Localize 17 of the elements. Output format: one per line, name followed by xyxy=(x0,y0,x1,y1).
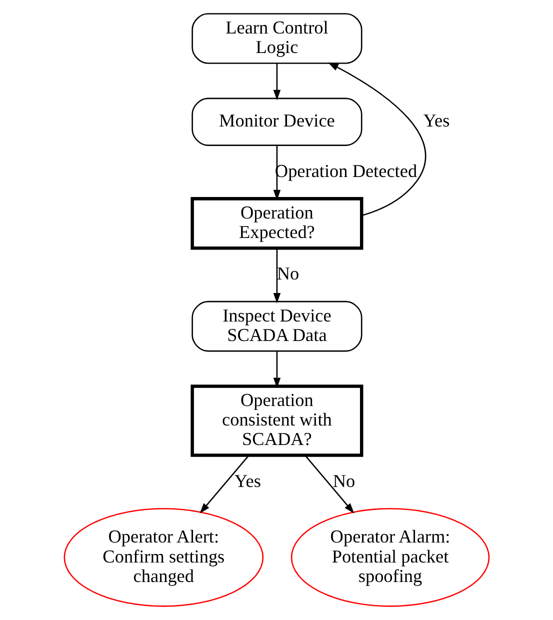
edge-label: No xyxy=(332,470,356,491)
node-box: Operation consistent with SCADA? xyxy=(190,384,364,457)
arrow xyxy=(273,248,281,304)
node-box: Monitor Device xyxy=(192,98,362,146)
node-ellipse: Operator Alert: Confirm settings changed xyxy=(64,508,264,607)
arrow xyxy=(273,351,281,388)
node-ellipse: Operator Alarm: Potential packet spoofing xyxy=(290,508,490,607)
node-box: Operation Expected? xyxy=(190,197,364,250)
edge-label: No xyxy=(276,264,300,284)
node-box: Inspect Device SCADA Data xyxy=(192,300,362,352)
arrow xyxy=(304,455,354,514)
edge-label: Yes xyxy=(234,470,261,491)
edge-label: Yes xyxy=(423,110,450,131)
arrow xyxy=(328,62,426,216)
arrow xyxy=(273,64,281,100)
arrow xyxy=(200,455,250,514)
node-box: Learn Control Logic xyxy=(192,13,362,64)
